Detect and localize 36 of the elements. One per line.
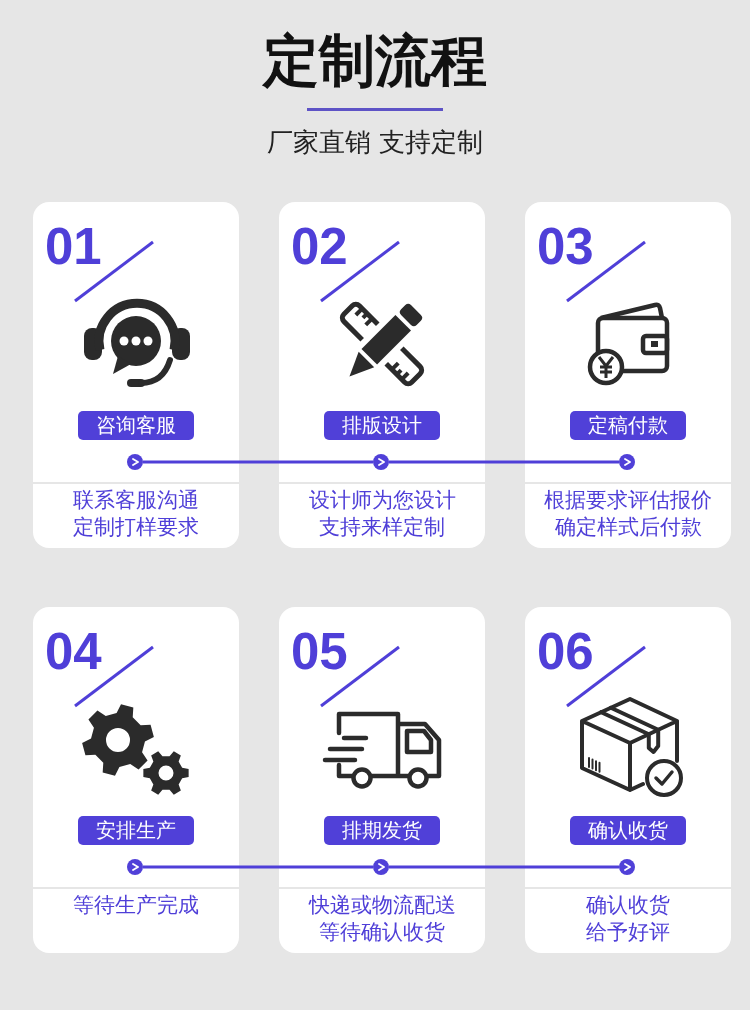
timeline-dot: [619, 454, 635, 470]
subtitle: 厂家直销 支持定制: [265, 127, 485, 157]
step-number: 06: [537, 626, 594, 677]
title: 定制流程: [261, 29, 488, 93]
step-card: [279, 607, 485, 953]
timeline-dot: [127, 454, 143, 470]
step-tag: 排版设计: [324, 411, 440, 440]
step-number: 05: [291, 626, 348, 677]
connector-line: [389, 865, 619, 869]
step-card: [525, 202, 731, 548]
timeline-dot: [127, 859, 143, 875]
step-description: 联系客服沟通定制打样要求: [72, 487, 200, 541]
step-description: 确认收货给予好评: [585, 892, 671, 946]
step-card: [525, 607, 731, 953]
step-number: 04: [45, 626, 102, 677]
step-tag: 定稿付款: [570, 411, 686, 440]
step-description: 根据要求评估报价确定样式后付款: [543, 487, 713, 541]
step-number: 02: [291, 221, 348, 272]
timeline-dot: [619, 859, 635, 875]
step-description: 等待生产完成: [72, 892, 200, 919]
step-tag: 排期发货: [324, 816, 440, 845]
step-card: [279, 202, 485, 548]
step-description: 快递或物流配送等待确认收货: [307, 892, 457, 946]
connector-line: [389, 460, 619, 464]
step-card: [33, 607, 239, 953]
timeline-dot: [373, 859, 389, 875]
timeline-dot: [373, 454, 389, 470]
connector-line: [143, 460, 373, 464]
step-tag: 咨询客服: [78, 411, 194, 440]
step-tag: 确认收货: [570, 816, 686, 845]
step-description: 设计师为您设计支持来样定制: [307, 487, 457, 541]
connector-line: [143, 865, 373, 869]
step-number: 01: [45, 221, 102, 272]
step-card: [33, 202, 239, 548]
step-tag: 安排生产: [78, 816, 194, 845]
step-number: 03: [537, 221, 594, 272]
